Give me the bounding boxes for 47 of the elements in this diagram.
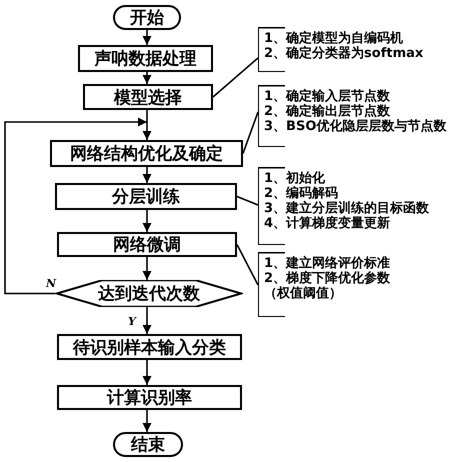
- edge-label: Y: [128, 316, 136, 328]
- arrow: [142, 410, 152, 432]
- process-box: [57, 334, 242, 360]
- leader-line: [236, 244, 259, 286]
- arrow: [142, 360, 152, 385]
- step-label: 声呐数据处理: [94, 48, 196, 70]
- note-text: 4、计算梯度变量更新: [264, 216, 392, 231]
- note-text: 3、建立分层训练的目标函数: [264, 201, 430, 216]
- note-text: 2、确定分类器为softmax: [264, 46, 424, 61]
- arrow: [142, 167, 152, 183]
- note-text: 2、梯度下降优化参数（权值阈值）: [264, 271, 392, 301]
- process-box: [57, 232, 237, 257]
- note-text: 1、确定输入层节点数: [264, 89, 392, 104]
- terminal-box: [113, 432, 183, 457]
- step-label: 开始: [130, 7, 164, 29]
- step-label: 网络微调: [113, 234, 181, 256]
- arrow: [4, 118, 147, 294]
- edge-label: N: [46, 278, 56, 290]
- step-label: 分层训练: [112, 186, 180, 208]
- step-label: 网络结构优化及确定: [70, 143, 223, 165]
- note-text: 1、确定模型为自编码机: [264, 31, 404, 46]
- step-label: 待识别样本输入分类: [73, 336, 226, 358]
- arrow: [142, 210, 152, 232]
- step-label: 结束: [131, 434, 165, 456]
- note-text: 3、BSO优化隐层层数与节点数: [264, 119, 448, 134]
- process-box: [50, 140, 243, 167]
- terminal-box: [113, 5, 181, 30]
- step-label: 达到迭代次数: [98, 283, 200, 305]
- note-text: 1、初始化: [264, 171, 326, 186]
- process-box: [57, 385, 242, 410]
- process-box: [83, 84, 213, 110]
- note-text: 2、编码解码: [264, 186, 340, 201]
- step-label: 计算识别率: [107, 387, 192, 409]
- leader-line: [212, 57, 259, 98]
- note-text: 1、建立网络评价标准: [264, 256, 392, 271]
- decision-diamond: [55, 280, 243, 307]
- process-box: [78, 45, 213, 72]
- process-box: [55, 183, 237, 210]
- note-text: 2、确定输出层节点数: [264, 104, 392, 119]
- arrow: [142, 110, 152, 140]
- leader-line: [242, 112, 259, 154]
- leader-line: [236, 196, 258, 206]
- step-label: 模型选择: [114, 86, 182, 108]
- arrow: [142, 30, 152, 45]
- arrow: [142, 307, 152, 334]
- arrow: [142, 257, 152, 280]
- arrow: [142, 72, 152, 84]
